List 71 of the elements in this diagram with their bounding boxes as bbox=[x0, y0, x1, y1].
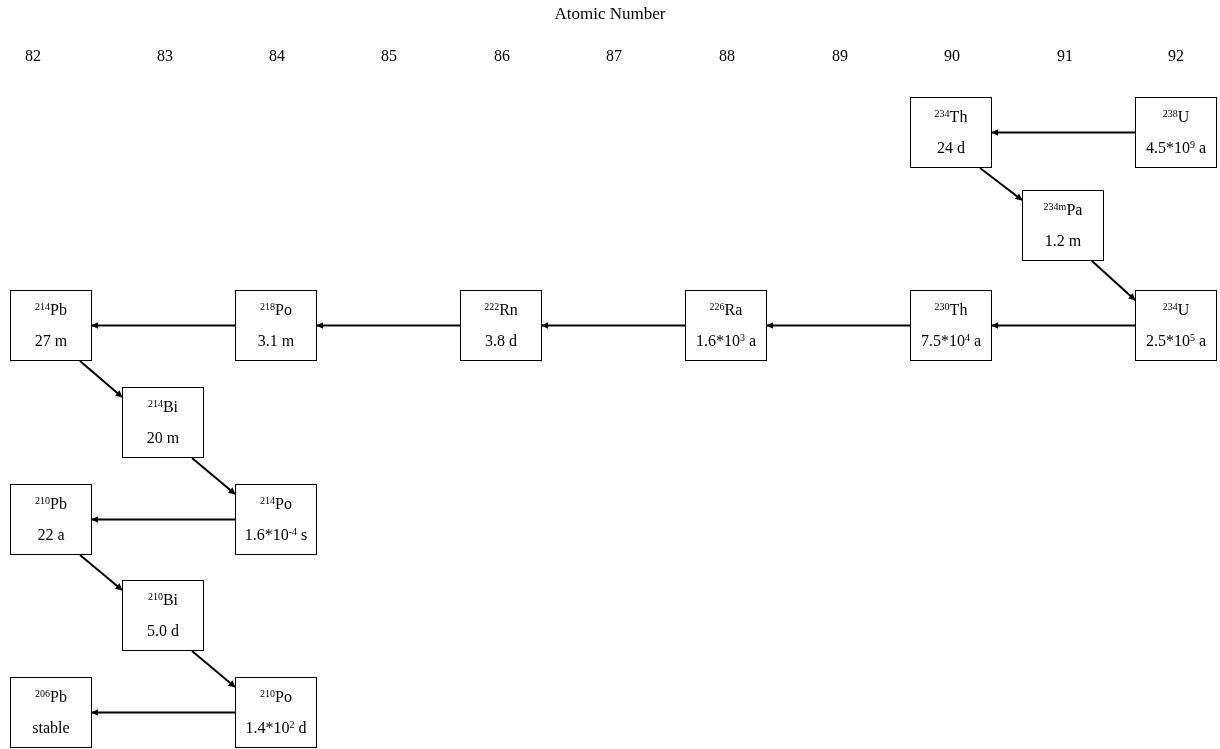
half-life: 3.8 d bbox=[485, 332, 517, 349]
half-life: 1.6*10$^{-4}$ s bbox=[244, 526, 308, 543]
nuclide-symbol: $^{210}$Bi bbox=[147, 592, 179, 609]
nuclide-symbol: $^{206}$Pb bbox=[35, 689, 67, 706]
nuclide-box bbox=[10, 677, 92, 748]
axis-tick-label: 84 bbox=[268, 46, 286, 66]
nuclide-symbol: $^{210}$Pb bbox=[35, 496, 67, 513]
axis-tick-label: 85 bbox=[380, 46, 398, 66]
nuclide-symbol: $^{222}$Rn bbox=[484, 302, 518, 319]
half-life: stable bbox=[32, 719, 70, 736]
nuclide-symbol: $^{214}$Po bbox=[260, 496, 292, 513]
axis-tick-label: 83 bbox=[156, 46, 174, 66]
nuclide-symbol: $^{234m}$Pa bbox=[1043, 202, 1083, 219]
half-life: 7.5*10$^{4}$ a bbox=[920, 332, 982, 349]
axis-tick-label: 91 bbox=[1056, 46, 1074, 66]
half-life: 2.5*10$^{5}$ a bbox=[1145, 332, 1207, 349]
arrow bbox=[79, 554, 123, 591]
nuclide-box bbox=[910, 290, 992, 361]
half-life: 1.4*10$^{2}$ d bbox=[245, 719, 307, 736]
half-life: 4.5*10$^{9}$ a bbox=[1145, 139, 1207, 156]
axis-tick-label: 92 bbox=[1167, 46, 1185, 66]
axis-tick-label: 82 bbox=[24, 46, 42, 66]
nuclide-symbol: $^{238}$U bbox=[1162, 109, 1190, 126]
arrow bbox=[91, 709, 236, 716]
nuclide-symbol: $^{226}$Ra bbox=[709, 302, 743, 319]
nuclide-box bbox=[235, 290, 317, 361]
nuclide-box bbox=[10, 290, 92, 361]
axis-tick-label: 88 bbox=[718, 46, 736, 66]
nuclide-box bbox=[1135, 97, 1217, 168]
nuclide-box bbox=[1135, 290, 1217, 361]
nuclide-symbol: $^{214}$Bi bbox=[147, 399, 179, 416]
arrow bbox=[991, 322, 1136, 329]
half-life: 3.1 m bbox=[257, 332, 295, 349]
half-life: 27 m bbox=[34, 332, 68, 349]
nuclide-box bbox=[10, 484, 92, 555]
arrow bbox=[766, 322, 911, 329]
half-life: 22 a bbox=[37, 526, 65, 543]
arrow bbox=[316, 322, 461, 329]
nuclide-box bbox=[460, 290, 542, 361]
nuclide-symbol: $^{234}$U bbox=[1162, 302, 1190, 319]
arrow bbox=[91, 322, 236, 329]
nuclide-symbol: $^{210}$Po bbox=[260, 689, 292, 706]
arrow bbox=[79, 360, 123, 398]
nuclide-box bbox=[235, 484, 317, 555]
arrow bbox=[991, 129, 1136, 136]
axis-title: Atomic Number bbox=[553, 3, 667, 25]
arrow bbox=[1091, 260, 1136, 301]
nuclide-box bbox=[685, 290, 767, 361]
half-life: 24 d bbox=[937, 139, 965, 156]
axis-tick-label: 90 bbox=[943, 46, 961, 66]
nuclide-box bbox=[235, 677, 317, 748]
nuclide-box bbox=[910, 97, 992, 168]
nuclide-box bbox=[122, 387, 204, 458]
half-life: 1.6*10$^{3}$ a bbox=[695, 332, 757, 349]
arrow bbox=[191, 457, 236, 495]
axis-tick-label: 86 bbox=[493, 46, 511, 66]
arrow bbox=[91, 516, 236, 523]
nuclide-symbol: $^{214}$Pb bbox=[35, 302, 67, 319]
nuclide-symbol: $^{218}$Po bbox=[260, 302, 292, 319]
half-life: 20 m bbox=[146, 429, 180, 446]
half-life: 5.0 d bbox=[147, 622, 179, 639]
arrow bbox=[191, 650, 236, 688]
nuclide-symbol: $^{230}$Th bbox=[934, 302, 968, 319]
arrow bbox=[541, 322, 686, 329]
nuclide-box bbox=[1022, 190, 1104, 261]
half-life: 1.2 m bbox=[1044, 232, 1082, 249]
axis-tick-label: 89 bbox=[831, 46, 849, 66]
nuclide-box bbox=[122, 580, 204, 651]
arrow bbox=[979, 167, 1023, 201]
nuclide-symbol: $^{234}$Th bbox=[934, 109, 968, 126]
axis-tick-label: 87 bbox=[605, 46, 623, 66]
